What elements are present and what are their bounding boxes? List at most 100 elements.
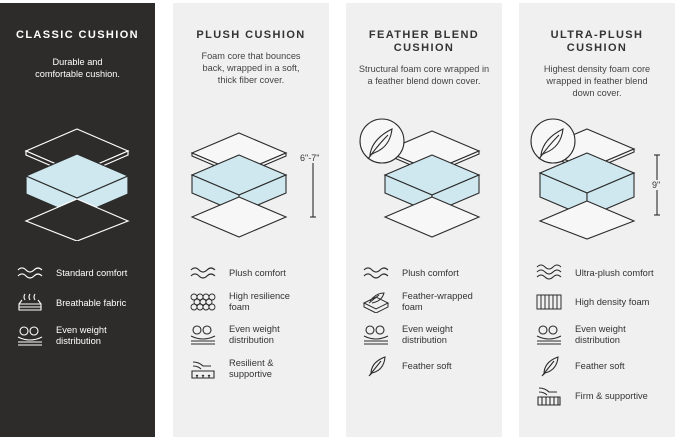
label-line: Even weight: [402, 324, 453, 334]
label-line: distribution: [575, 335, 620, 345]
height-label: 6"-7": [300, 153, 320, 163]
weight-distribution-icon: [536, 325, 562, 345]
desc-line: back, wrapped in a soft,: [202, 63, 300, 73]
feature-label: Feather-wrapped foam: [402, 291, 473, 313]
panel-feather-blend-cushion: FEATHER BLEND CUSHION Structural foam co…: [346, 3, 502, 437]
title-line: CUSHION: [393, 42, 455, 54]
feather-wrapped-icon: [362, 292, 390, 313]
feature-label: Feather soft: [402, 361, 452, 372]
feature-item: Plush comfort: [362, 262, 498, 284]
label-line: Even weight: [229, 324, 280, 334]
feature-item: Firm & supportive: [535, 385, 671, 407]
hand-press-icon: [537, 387, 561, 406]
feature-item: Feather soft: [535, 355, 671, 377]
feature-item: Standard comfort: [16, 262, 151, 284]
feature-item: Ultra-plush comfort: [535, 262, 671, 284]
label-line: Ultra-plush comfort: [575, 267, 654, 278]
title-line: PLUSH CUSHION: [196, 29, 306, 41]
feature-item: Even weight distribution: [16, 325, 151, 347]
weight-distribution-icon: [17, 326, 43, 346]
feather-icon: [368, 356, 386, 377]
panel-description: Highest density foam core wrapped in fea…: [529, 63, 665, 99]
feature-label: Breathable fabric: [56, 298, 126, 309]
label-line: foam: [402, 302, 423, 312]
desc-line: down cover.: [572, 88, 622, 98]
desc-line: Structural foam core wrapped in: [358, 64, 490, 74]
panel-title: CLASSIC CUSHION: [0, 29, 155, 42]
weight-distribution-icon: [363, 325, 389, 345]
feature-item: Even weight distribution: [362, 324, 498, 346]
panel-description: Foam core that bounces back, wrapped in …: [183, 50, 319, 86]
panel-ultra-plush-cushion: ULTRA-PLUSH CUSHION Highest density foam…: [519, 3, 675, 437]
desc-line: thick fiber cover.: [217, 75, 285, 85]
feature-item: Even weight distribution: [535, 324, 671, 346]
label-line: distribution: [402, 335, 447, 345]
label-line: Even weight: [56, 325, 107, 335]
cushion-layers-illustration: [190, 132, 316, 238]
feature-label: Plush comfort: [229, 268, 286, 279]
weight-distribution-icon: [190, 325, 216, 345]
wave-icon: [190, 267, 216, 279]
feature-label: Resilient & supportive: [229, 358, 273, 380]
hand-press-icon: [191, 361, 215, 379]
wave-icon: [536, 264, 562, 280]
panel-description: Structural foam core wrapped in a feathe…: [356, 63, 492, 87]
feature-label: Even weight distribution: [229, 324, 280, 346]
label-line: supportive: [229, 369, 272, 379]
panel-classic-cushion: CLASSIC CUSHION Durable and comfortable …: [0, 3, 155, 437]
cushion-layers-illustration: [530, 118, 660, 240]
cushion-layers-illustration: [24, 128, 130, 241]
title-line: CUSHION: [566, 42, 628, 54]
feature-label: High resilience foam: [229, 291, 290, 313]
desc-line: a feather blend down cover.: [367, 76, 481, 86]
label-line: Feather soft: [575, 360, 625, 371]
label-line: High density foam: [575, 296, 650, 307]
feature-label: Even weight distribution: [56, 325, 107, 347]
label-line: distribution: [56, 336, 101, 346]
panel-title: PLUSH CUSHION: [173, 29, 329, 42]
panel-title: FEATHER BLEND CUSHION: [346, 29, 502, 55]
panel-title: ULTRA-PLUSH CUSHION: [519, 29, 675, 55]
feature-label: Even weight distribution: [402, 324, 453, 346]
feature-label: Firm & supportive: [575, 391, 648, 402]
desc-line: Highest density foam core: [543, 64, 651, 74]
label-line: Feather-wrapped: [402, 291, 473, 301]
feature-label: High density foam: [575, 297, 649, 308]
panel-description: Durable and comfortable cushion.: [10, 56, 145, 80]
cushion-layers-illustration: [359, 118, 481, 238]
label-line: foam: [229, 302, 250, 312]
feature-item: Resilient & supportive: [189, 358, 325, 380]
feature-item: Plush comfort: [189, 262, 325, 284]
feature-item: Feather soft: [362, 355, 498, 377]
label-line: Plush comfort: [402, 267, 459, 278]
label-line: Plush comfort: [229, 267, 286, 278]
label-line: distribution: [229, 335, 274, 345]
feather-icon: [541, 356, 559, 377]
desc-line: Foam core that bounces: [201, 51, 301, 61]
feature-item: Even weight distribution: [189, 324, 325, 346]
foam-cells-icon: [190, 293, 216, 311]
feature-label: Even weight distribution: [575, 324, 626, 346]
density-foam-icon: [536, 294, 562, 310]
panel-plush-cushion: PLUSH CUSHION Foam core that bounces bac…: [173, 3, 329, 437]
feature-label: Ultra-plush comfort: [575, 268, 654, 279]
label-line: Feather soft: [402, 360, 452, 371]
desc-line: wrapped in feather blend: [546, 76, 648, 86]
feature-item: High resilience foam: [189, 291, 325, 313]
label-line: Standard comfort: [56, 267, 128, 278]
desc-line: comfortable cushion.: [35, 69, 120, 79]
feature-item: High density foam: [535, 291, 671, 313]
label-line: Resilient &: [229, 358, 274, 368]
feature-label: Feather soft: [575, 361, 625, 372]
label-line: Breathable fabric: [56, 297, 127, 308]
title-line: FEATHER BLEND: [368, 29, 480, 41]
desc-line: Durable and: [52, 57, 103, 67]
label-line: Even weight: [575, 324, 626, 334]
feature-item: Feather-wrapped foam: [362, 291, 498, 313]
label-line: High resilience: [229, 291, 290, 301]
feature-item: Breathable fabric: [16, 292, 151, 314]
feature-label: Standard comfort: [56, 268, 127, 279]
wave-icon: [363, 267, 389, 279]
feature-label: Plush comfort: [402, 268, 459, 279]
height-label: 9": [652, 180, 661, 190]
